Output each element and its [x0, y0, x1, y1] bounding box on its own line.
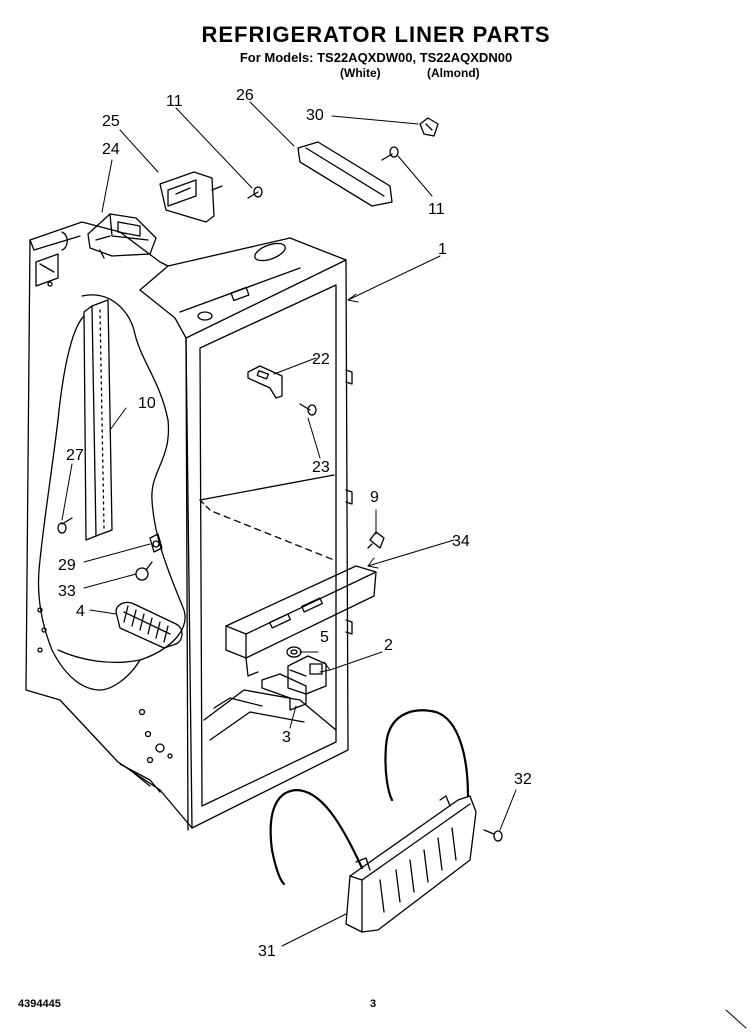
callout-33: 33: [58, 583, 76, 600]
callout-2: 2: [384, 637, 393, 654]
part-27-screw: [57, 517, 73, 534]
part-5-grommet: [286, 646, 302, 658]
part-30-clip: [419, 117, 439, 137]
callout-32: 32: [514, 771, 532, 788]
part-2-switch: [287, 655, 327, 695]
callout-10: 10: [138, 395, 156, 412]
part-31-crisper-cover: [269, 709, 477, 933]
callout-29: 29: [58, 557, 76, 574]
callout-11-top: 11: [166, 93, 183, 110]
callout-11-right: 11: [428, 201, 445, 218]
callout-27: 27: [66, 447, 84, 464]
part-10-channel: [83, 299, 113, 541]
refrigerator-liner: [25, 221, 353, 831]
color-almond: (Almond): [427, 66, 480, 80]
part-29-socket: [149, 533, 163, 553]
part-11b-screw: [381, 146, 399, 161]
callout-34: 34: [452, 533, 470, 550]
part-24-control-housing: [87, 213, 157, 259]
part-11a-screw: [247, 186, 263, 199]
diagram-title: REFRIGERATOR LINER PARTS: [201, 22, 551, 47]
page-number: 3: [370, 998, 377, 1010]
callout-4: 4: [76, 603, 85, 620]
callout-22: 22: [312, 351, 330, 368]
leader-lines: [61, 101, 517, 947]
part-9-clip: [367, 531, 385, 549]
part-25-bracket: [159, 171, 223, 223]
document-number: 4394445: [18, 998, 61, 1010]
callout-3: 3: [282, 729, 291, 746]
part-23-screw: [299, 403, 317, 416]
color-white: (White): [340, 66, 381, 80]
callout-23: 23: [312, 459, 330, 476]
part-34-channel: [225, 565, 377, 677]
callout-26: 26: [236, 87, 254, 104]
callout-9: 9: [370, 489, 379, 506]
callout-30: 30: [306, 107, 324, 124]
part-4-light-shield: [115, 601, 183, 649]
callout-5: 5: [320, 629, 329, 646]
callout-24: 24: [102, 141, 120, 158]
callout-31: 31: [258, 943, 276, 960]
model-list: For Models: TS22AQXDW00, TS22AQXDN00: [239, 50, 513, 65]
part-26-rail: [297, 141, 393, 207]
callout-25: 25: [102, 113, 120, 130]
part-33-bulb: [135, 561, 153, 581]
wire-harness: [37, 315, 101, 691]
part-32-screw: [483, 829, 503, 842]
part-22-bracket: [247, 365, 283, 399]
part-3-bracket: [261, 673, 307, 711]
callout-1: 1: [438, 241, 447, 258]
